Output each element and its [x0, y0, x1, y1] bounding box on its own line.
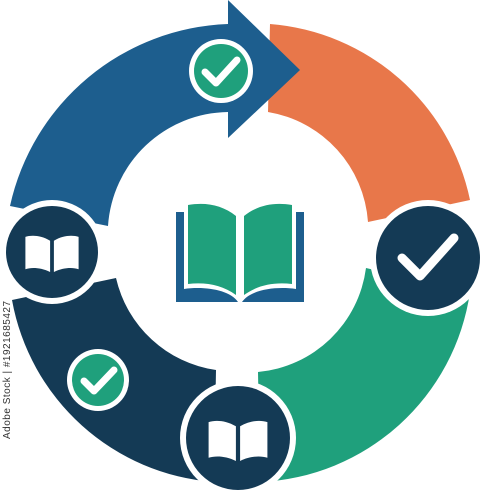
check-icon	[80, 366, 118, 395]
badge-bottom-left	[67, 349, 129, 411]
badge-top	[189, 39, 253, 103]
segment-right	[268, 24, 470, 222]
open-book-icon	[176, 203, 304, 302]
segment-top-left	[10, 0, 300, 226]
node-bottom	[180, 380, 296, 496]
center-book	[176, 203, 304, 302]
node-right	[370, 200, 482, 316]
check-icon	[201, 56, 241, 87]
stock-id-text: Adobe Stock | #1921685427	[2, 300, 13, 440]
check-icon	[397, 233, 459, 281]
node-left	[0, 200, 104, 304]
segment-bottom-right	[258, 268, 470, 482]
